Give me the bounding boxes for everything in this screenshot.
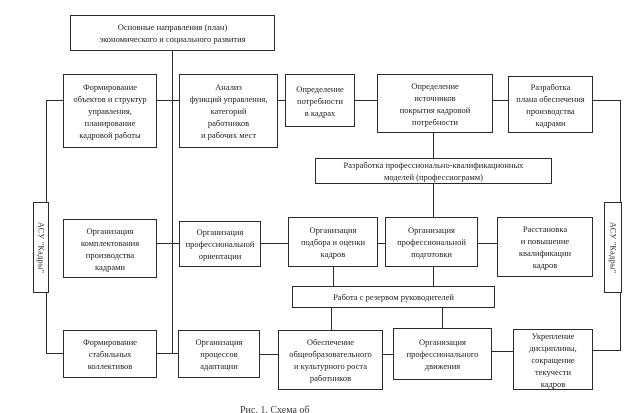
connector-row2-right [593, 100, 620, 101]
connector-row3-4-5 [478, 243, 497, 244]
node-main-directions-plan: Основные направления (план) экономическо… [70, 15, 275, 51]
figure-caption: Рис. 1. Схема об [240, 405, 310, 413]
connector-row4-4-5 [492, 351, 513, 352]
connector-row3-2-3 [261, 243, 288, 244]
node-prof-kvalif-modeli: Разработка профессионально-квалификацион… [315, 158, 552, 184]
connector-podbor-to-reserve [333, 267, 334, 286]
node-processy-adaptacii: Организация процессов адаптации [178, 330, 260, 378]
node-asu-kadry-right: АСУ "Кадры" [604, 202, 622, 293]
node-komplektovanie: Организация комплектования производства … [63, 219, 157, 278]
node-ukreplenie-discipliny: Укрепление дисциплины, сокращение текуче… [513, 329, 593, 390]
node-opredelenie-potrebnosti: Определение потребности в кадрах [285, 74, 355, 127]
connector-row4-1-2 [157, 353, 178, 354]
connector-row2-2-3 [278, 100, 286, 101]
connector-row4-2-3 [260, 354, 278, 355]
node-prof-dvizhenie: Организация профессионального движения [393, 328, 492, 380]
node-opredelenie-istochnikov: Определение источников покрытия кадровой… [377, 74, 493, 133]
connector-row4-left [46, 353, 63, 354]
connector-row2-3-4 [355, 100, 377, 101]
connector-sources-to-models [433, 133, 434, 158]
connector-central-trunk [172, 51, 173, 353]
node-formirovanie-struktur: Формирование объектов и структур управле… [63, 74, 157, 148]
node-prof-orientaciya: Организация профессиональной ориентации [179, 221, 261, 267]
node-asu-kadry-left: АСУ "Кадры" [33, 202, 49, 293]
node-prof-podgotovka: Организация профессиональной подготовки [385, 217, 478, 267]
connector-row4-right [593, 350, 620, 351]
node-rasstanovka: Расстановка и повышение квалификации кад… [497, 217, 593, 277]
node-podbor-ocenka: Организация подбора и оценки кадров [288, 217, 378, 267]
node-rabota-s-rezervom: Работа с резервом руководителей [292, 286, 495, 308]
node-obespechenie-rosta: Обеспечение общеобразовательного и культ… [278, 330, 383, 390]
connector-row3-1-2 [157, 243, 179, 244]
connector-reserve-to-dvizhenie [442, 308, 443, 328]
connector-models-to-podgotovka [433, 184, 434, 217]
connector-reserve-to-obespechenie [331, 308, 332, 330]
node-analiz-funkciy: Анализ функций управления, категорий раб… [179, 74, 278, 148]
connector-row3-3-4 [378, 243, 385, 244]
connector-row2-1-2 [157, 100, 179, 101]
connector-row4-3-4 [383, 354, 393, 355]
connector-row2-left [46, 100, 63, 101]
node-stabilnye-kollektivy: Формирование стабильных коллективов [63, 330, 157, 378]
connector-podgotovka-to-reserve [433, 267, 434, 286]
node-razrabotka-plana: Разработка плана обеспечения производств… [508, 76, 593, 133]
connector-row2-4-5 [493, 100, 508, 101]
